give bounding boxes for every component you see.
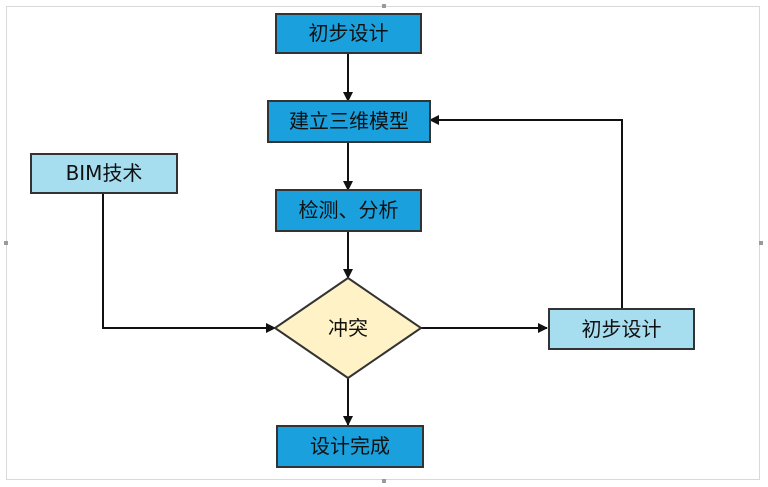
- connectors: [102, 53, 623, 426]
- resize-handle-left[interactable]: [4, 241, 8, 245]
- node-bim-tech[interactable]: BIM技术: [30, 153, 178, 194]
- node-build-3d-model-label: 建立三维模型: [289, 109, 409, 133]
- resize-handle-bottom[interactable]: [382, 479, 386, 483]
- node-design-complete-label: 设计完成: [310, 434, 390, 458]
- node-conflict-decision[interactable]: 冲突: [273, 276, 423, 380]
- node-check-analyze[interactable]: 检测、分析: [275, 189, 422, 232]
- resize-handle-top[interactable]: [382, 4, 386, 8]
- node-initial-design-right[interactable]: 初步设计: [548, 308, 695, 350]
- node-initial-design-right-label: 初步设计: [582, 317, 662, 341]
- node-design-complete[interactable]: 设计完成: [276, 425, 424, 468]
- arrow-redesign-to-model: [429, 115, 623, 309]
- node-build-3d-model[interactable]: 建立三维模型: [267, 100, 431, 143]
- node-initial-design-top[interactable]: 初步设计: [275, 13, 422, 54]
- arrow-bim-to-conflict: [102, 193, 276, 333]
- node-conflict-label: 冲突: [328, 316, 368, 340]
- node-bim-tech-label: BIM技术: [66, 161, 143, 185]
- node-initial-design-top-label: 初步设计: [309, 21, 389, 45]
- resize-handle-right[interactable]: [759, 241, 763, 245]
- node-check-analyze-label: 检测、分析: [299, 198, 399, 222]
